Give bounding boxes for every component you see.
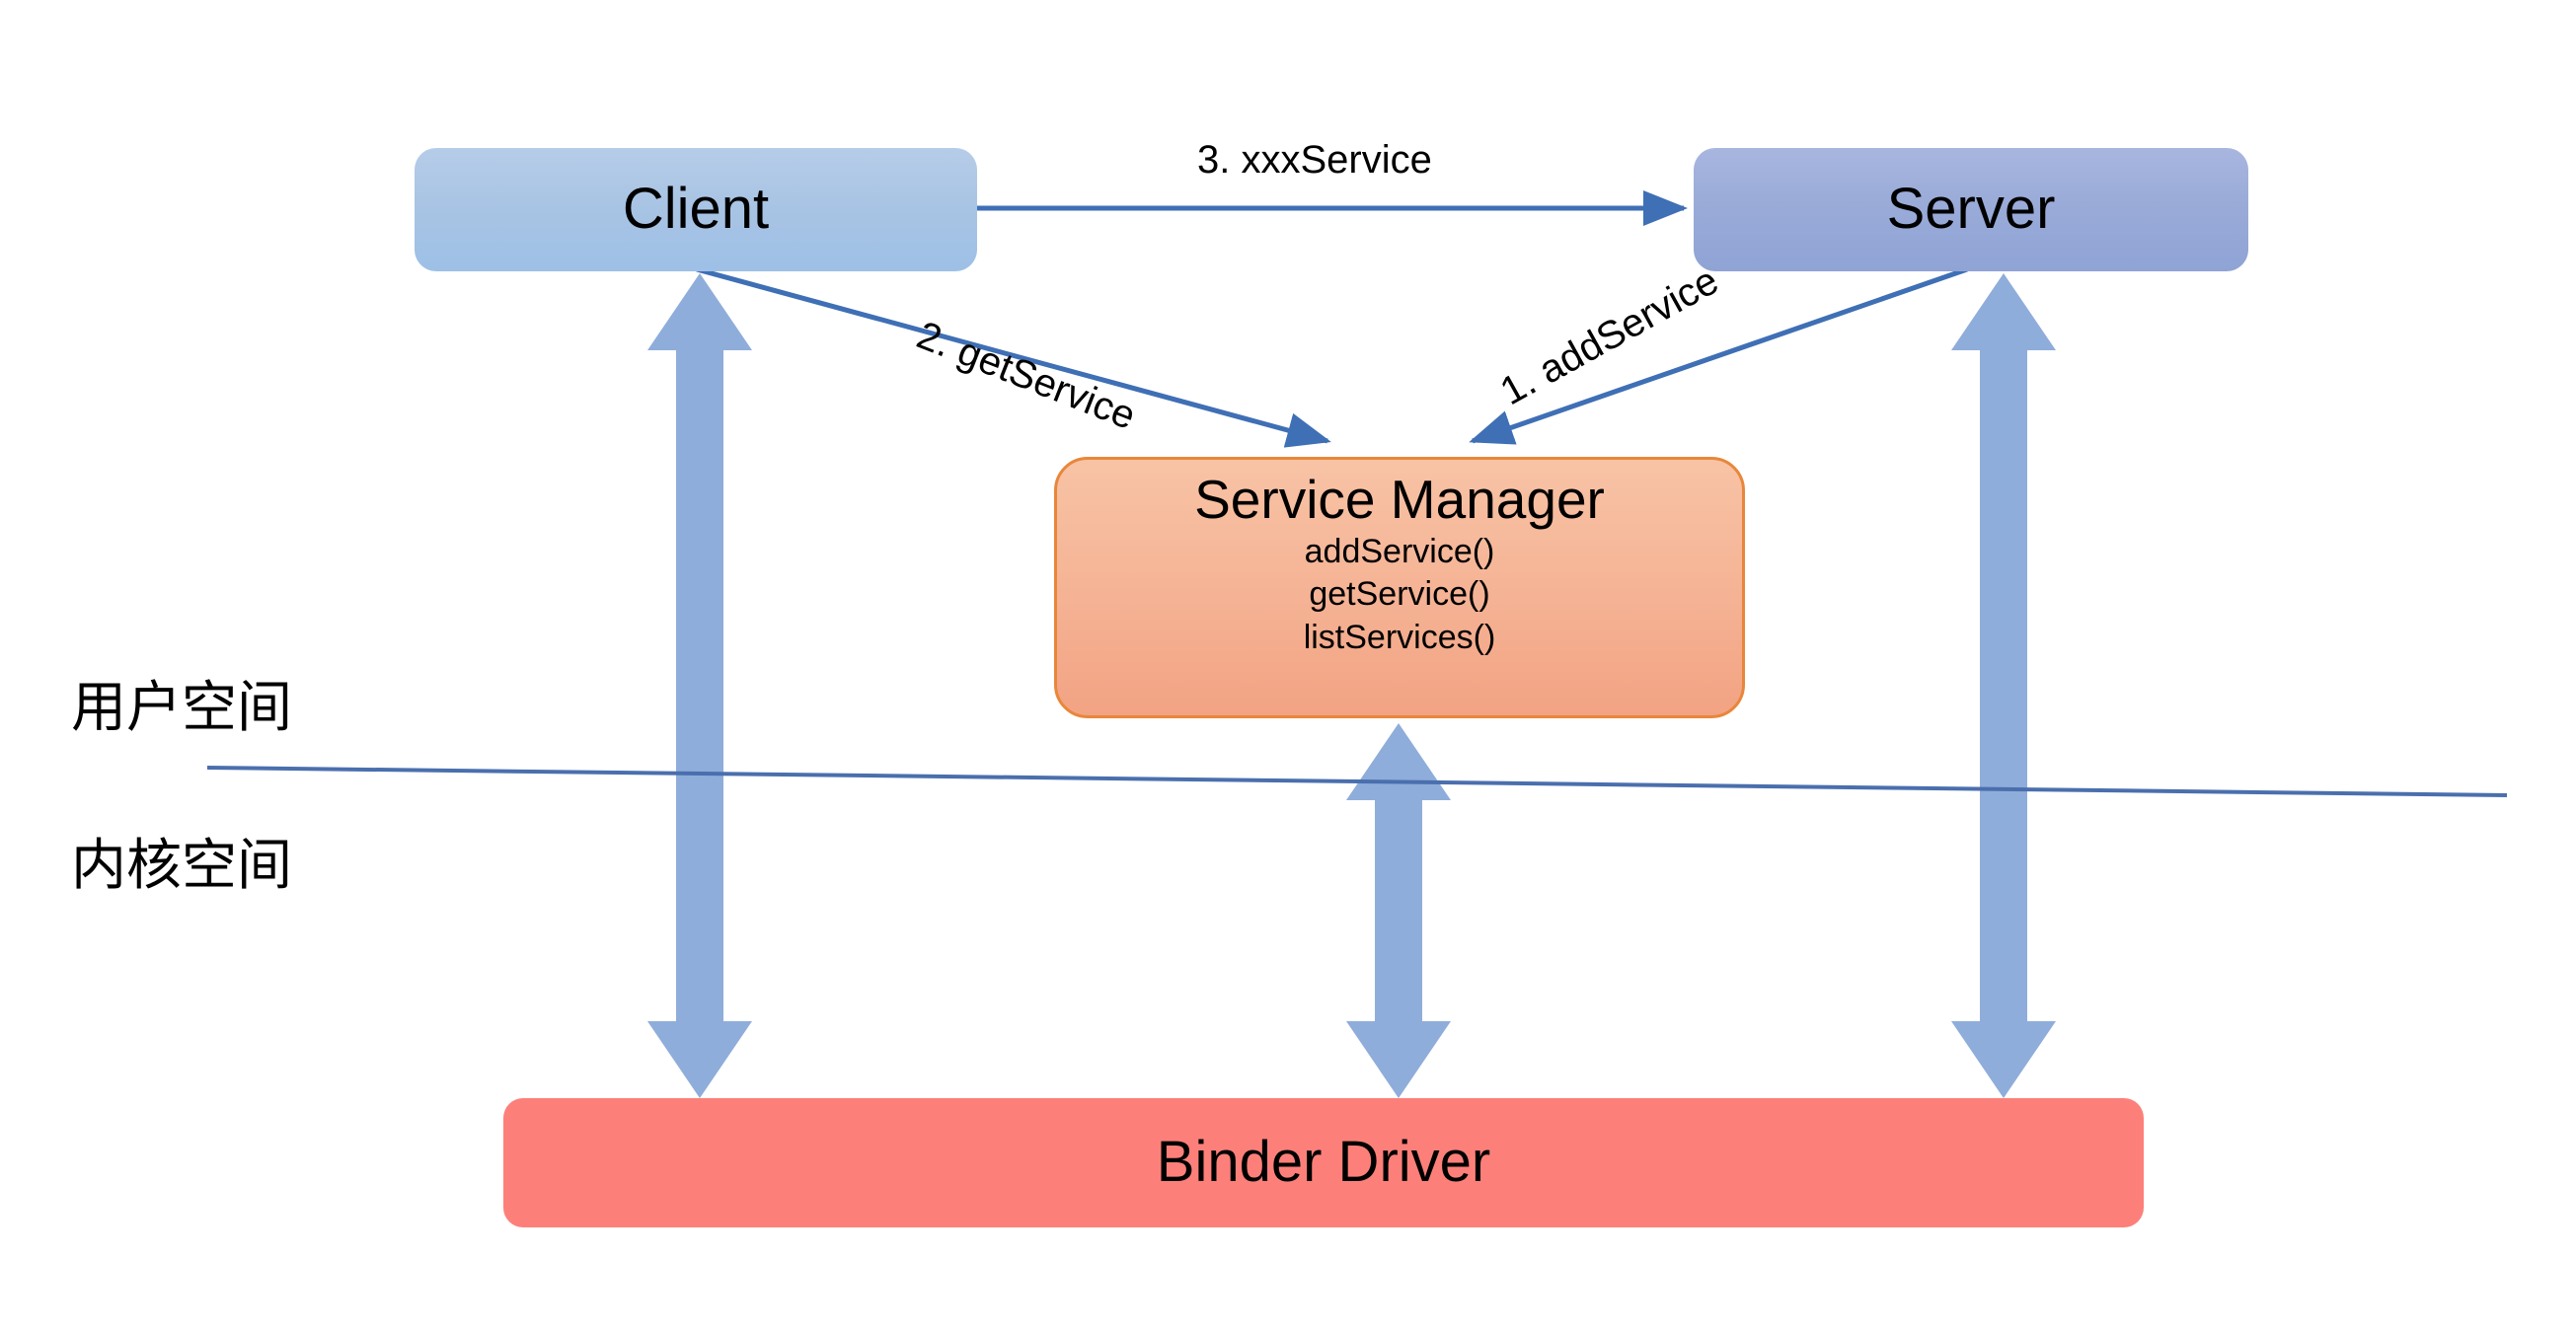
node-service-manager-method-list-services: listServices() <box>1303 618 1496 656</box>
block-arrow-server-binder <box>1951 273 2056 1098</box>
node-binder-driver-label: Binder Driver <box>1156 1130 1491 1195</box>
node-client[interactable]: Client <box>415 148 977 271</box>
node-server-label: Server <box>1886 177 2056 242</box>
node-service-manager-label: Service Manager <box>1194 469 1605 530</box>
node-service-manager-method-add-service: addService() <box>1304 532 1495 570</box>
edge-add-service-line <box>1469 266 1968 445</box>
edge-get-service-line <box>696 266 1331 448</box>
label-user-space: 用户空间 <box>71 676 292 738</box>
node-service-manager-method-get-service: getService() <box>1309 575 1490 614</box>
node-client-label: Client <box>622 177 770 242</box>
node-server[interactable]: Server <box>1694 148 2248 271</box>
user-kernel-divider <box>206 766 2508 797</box>
label-kernel-space: 内核空间 <box>71 834 292 896</box>
block-arrow-service-manager-binder <box>1346 723 1451 1098</box>
node-service-manager[interactable]: Service Manager addService() getService(… <box>1054 457 1745 718</box>
node-binder-driver[interactable]: Binder Driver <box>503 1098 2144 1227</box>
edge-label-xxx-service: 3. xxxService <box>1197 138 1432 182</box>
block-arrow-client-binder <box>647 273 752 1098</box>
